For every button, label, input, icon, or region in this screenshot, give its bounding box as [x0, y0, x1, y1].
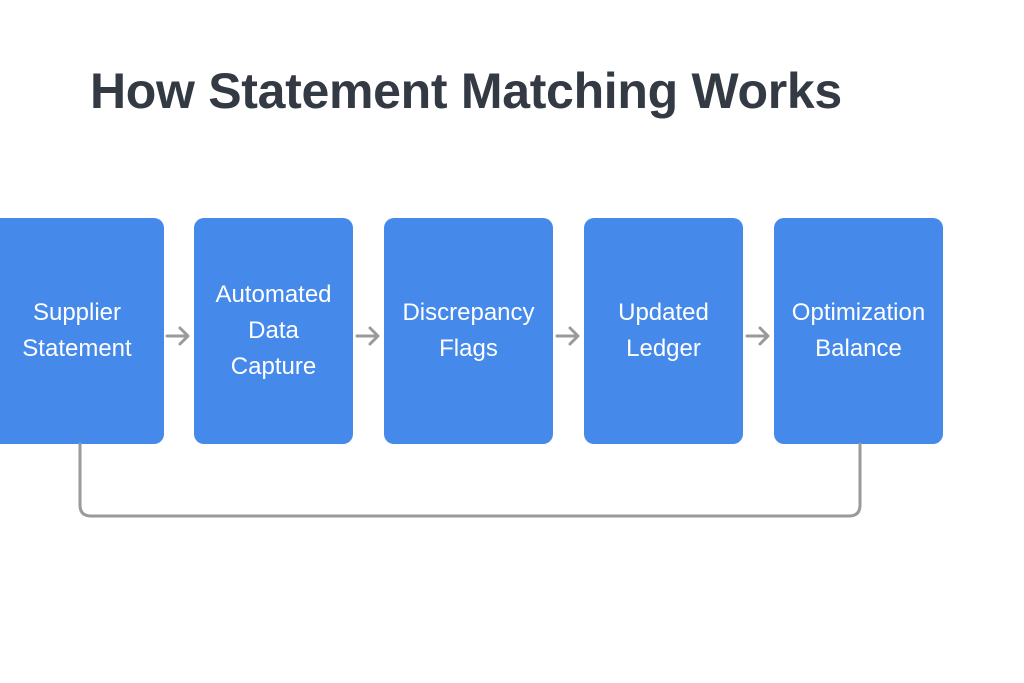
arrow-2-3 [355, 326, 380, 346]
diagram-title: How Statement Matching Works [90, 63, 842, 119]
step-label: Updated Ledger [618, 299, 709, 362]
arrow-4-5 [745, 326, 770, 346]
step-supplier-statement: Supplier Statement [0, 218, 164, 444]
step-automated-data-capture: Automated Data Capture [194, 218, 353, 444]
step-optimization-balance: Optimization Balance [774, 218, 943, 444]
loop-connector [78, 442, 862, 518]
step-label: Optimization Balance [791, 299, 926, 362]
step-discrepancy-flags: Discrepancy Flags [384, 218, 553, 444]
step-label: Discrepancy Flags [402, 299, 535, 362]
step-label: Automated Data Capture [215, 281, 332, 380]
arrow-1-2 [165, 326, 190, 346]
arrow-3-4 [555, 326, 580, 346]
step-updated-ledger: Updated Ledger [584, 218, 743, 444]
step-label: Supplier Statement [22, 299, 132, 362]
